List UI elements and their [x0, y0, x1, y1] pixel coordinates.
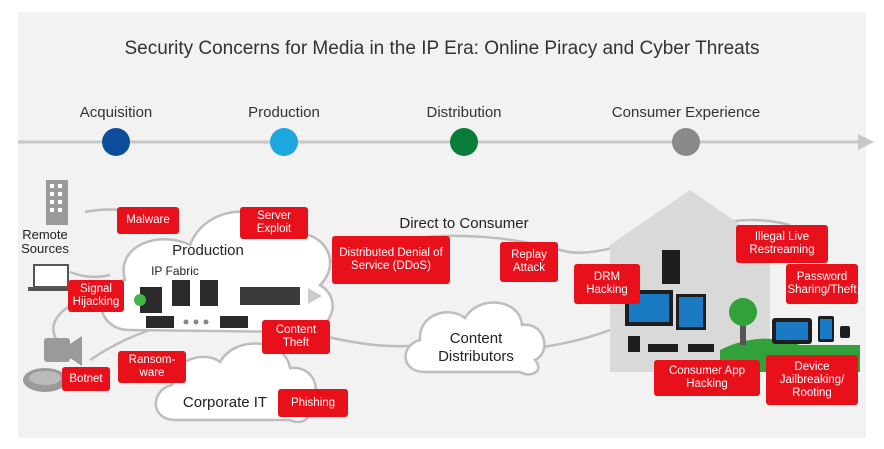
threat-ddos: Distributed Denial of Service (DDoS) [332, 236, 450, 284]
threat-content-theft: Content Theft [262, 320, 330, 354]
diagram-title: Security Concerns for Media in the IP Er… [124, 38, 760, 59]
building-icon [46, 180, 68, 225]
remote-sources-label: Remote Sources [21, 227, 69, 256]
stage-distribution-label: Distribution [426, 104, 502, 121]
threat-malware: Malware [117, 207, 179, 234]
stage-consumer-experience-label: Consumer Experience [611, 104, 761, 121]
network-switches-icon [134, 280, 322, 328]
house-icon [610, 190, 770, 372]
satellite-dish-icon [23, 368, 67, 392]
corporate-it-label: Corporate IT [182, 394, 268, 411]
threat-signal-hijacking: Signal Hijacking [68, 280, 124, 312]
threat-replay-attack: Replay Attack [500, 242, 558, 282]
ip-fabric-label: IP Fabric [151, 264, 199, 278]
laptop-icon [28, 264, 74, 291]
direct-to-consumer-label: Direct to Consumer [399, 215, 529, 232]
stage-distribution-dot [450, 128, 478, 156]
threat-consumer-app-hacking: Consumer App Hacking [654, 360, 760, 396]
mobile-devices-icon [772, 316, 850, 344]
threat-illegal-live-restreaming: Illegal Live Restreaming [736, 225, 828, 263]
threat-ransomware: Ransom-ware [118, 351, 186, 383]
threat-botnet: Botnet [62, 367, 110, 391]
threat-drm-hacking: DRM Hacking [574, 264, 640, 304]
stage-production-label: Production [248, 104, 320, 121]
stage-acquisition-label: Acquisition [79, 104, 153, 121]
threat-phishing: Phishing [278, 389, 348, 417]
stage-production-dot [270, 128, 298, 156]
stage-consumer-experience-dot [672, 128, 700, 156]
content-distributors-cloud [404, 301, 546, 376]
production-label: Production [172, 242, 244, 259]
threat-password-sharing: Password Sharing/Theft [786, 264, 858, 304]
camera-icon [44, 336, 82, 366]
content-distributors-label: Content Distributors [438, 330, 514, 365]
threat-server-exploit: Server Exploit [240, 207, 308, 239]
threat-device-jailbreaking: Device Jailbreaking/ Rooting [766, 355, 858, 405]
stage-acquisition-dot [102, 128, 130, 156]
timeline-arrowhead [858, 134, 874, 150]
